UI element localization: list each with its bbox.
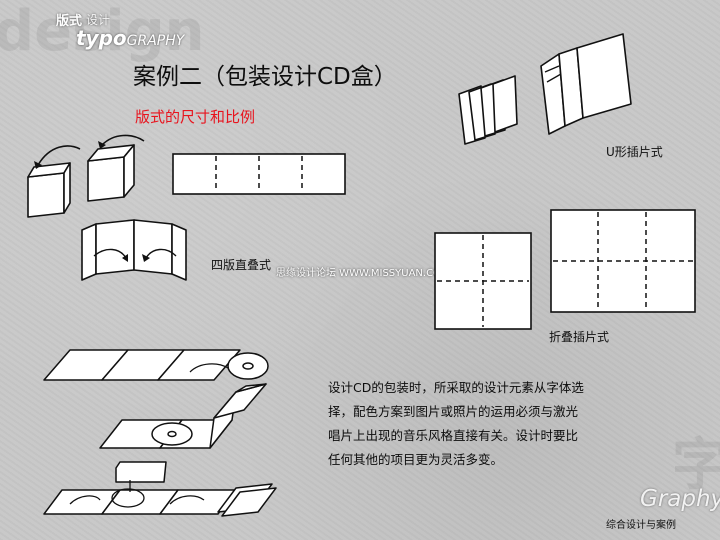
label-u-insert: U形插片式 xyxy=(606,145,663,159)
bg-char: 字 xyxy=(672,433,720,498)
logo-top-label: 版式 xyxy=(56,14,83,29)
footer-graphy: Graphy xyxy=(640,486,720,512)
cd-sleeve-strip-3 xyxy=(43,461,277,517)
logo-brand: typoGRAPHY xyxy=(76,26,184,50)
folding-sleeve-illustration xyxy=(81,219,187,281)
four-panel-strip xyxy=(172,153,346,195)
paragraph-line: 择，配色方案到图片或照片的运用必须与激光 xyxy=(328,404,579,419)
paragraph-line: 唱片上出现的音乐风格直接有关。设计时要比 xyxy=(328,428,579,443)
cd-sleeve-strip-1 xyxy=(43,349,269,381)
logo-brand-main: typo xyxy=(76,26,127,50)
u-insert-illustration xyxy=(458,33,632,145)
watermark-text: 思缘设计论坛 WWW.MISSYUAN.COM xyxy=(276,268,450,279)
paragraph-line: 任何其他的项目更为灵活多变。 xyxy=(328,452,504,467)
page-subtitle: 版式的尺寸和比例 xyxy=(135,108,256,126)
logo-brand-sub: GRAPHY xyxy=(126,33,185,49)
fold-insert-square xyxy=(434,232,532,330)
cd-sleeve-strip-2 xyxy=(99,383,267,449)
page-title: 案例二（包装设计CD盒） xyxy=(133,64,397,90)
bg-design-word: design xyxy=(0,0,205,64)
logo-top-sub: 设计 xyxy=(86,13,111,27)
folding-cube-illustration xyxy=(27,134,145,218)
footer-caption: 综合设计与案例 xyxy=(606,520,676,531)
label-four-fold: 四版直叠式 xyxy=(211,258,272,272)
fold-insert-rectangle xyxy=(550,209,696,313)
description-paragraph: 设计CD的包装时，所采取的设计元素从字体选 择，配色方案到图片或照片的运用必须与… xyxy=(328,376,658,472)
paragraph-line: 设计CD的包装时，所采取的设计元素从字体选 xyxy=(328,380,584,395)
label-fold-insert: 折叠插片式 xyxy=(549,330,610,344)
